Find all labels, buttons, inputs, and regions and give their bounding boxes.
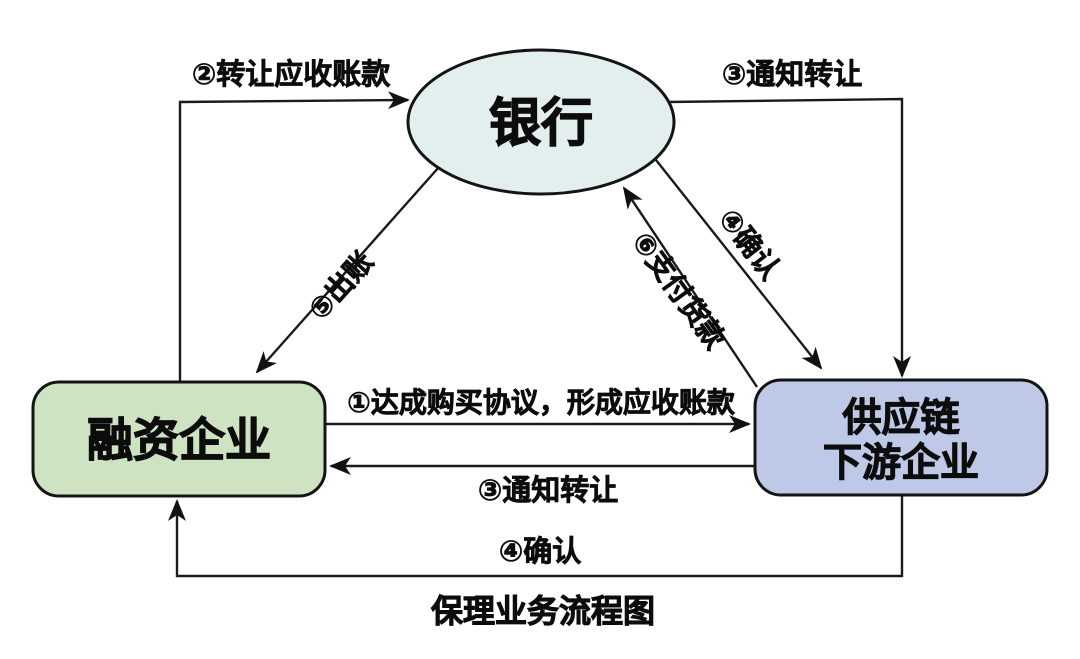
arrow-step4-confirm-bottom (168, 496, 904, 578)
bank-node (406, 48, 676, 196)
bank-node-label: 银行 (489, 94, 593, 154)
arrow-step4-confirm-diagonal (655, 159, 823, 370)
diagram-caption: 保理业务流程图 (431, 592, 655, 630)
label-step6-pay-goods: ⑥支付货款 (625, 226, 732, 356)
label-step3-notify-transfer-top: ③通知转让 (722, 57, 863, 91)
downstream-enterprise-label-line1: 供应链 (842, 396, 959, 441)
downstream-enterprise-label-line2: 下游企业 (823, 441, 979, 486)
label-step4-confirm-bottom: ④确认 (499, 534, 582, 568)
downstream-enterprise-node (753, 378, 1049, 497)
label-step5-disburse: ⑤出账 (302, 245, 380, 326)
arrow-step6-pay-goods (622, 186, 758, 388)
arrow-step5-disburse (255, 166, 440, 374)
financing-enterprise-node (31, 380, 327, 498)
arrow-step2-transfer-receivables (178, 91, 410, 382)
label-step1-purchase-agreement: ①达成购买协议，形成应收账款 (347, 386, 736, 419)
financing-enterprise-label: 融资企业 (87, 413, 271, 467)
label-step3-notify-transfer-mid: ③通知转让 (478, 473, 619, 507)
label-step2-transfer-receivables: ②转让应收账款 (192, 57, 392, 91)
arrow-step3-notify-transfer-top (666, 97, 911, 378)
